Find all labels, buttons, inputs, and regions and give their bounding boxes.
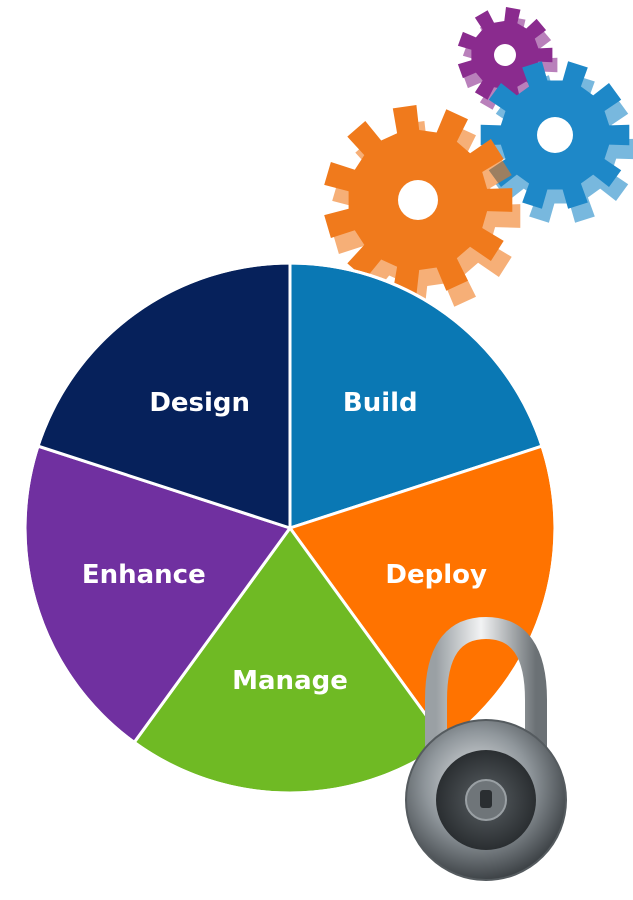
combination-padlock-icon	[405, 616, 567, 881]
segment-label-build: Build	[343, 388, 418, 418]
gear-blue-hole	[537, 117, 573, 153]
gear-purple-hole	[494, 44, 516, 66]
wheel-outline	[23, 261, 557, 795]
padlock-keyhole	[480, 790, 492, 808]
gear-orange-hole	[398, 180, 438, 220]
segment-label-enhance: Enhance	[82, 560, 206, 590]
blue-gear-icon	[480, 61, 633, 223]
segment-label-manage: Manage	[232, 666, 348, 696]
segment-label-design: Design	[149, 388, 250, 418]
gears-illustration	[324, 7, 633, 311]
padlock-shackle	[425, 616, 547, 771]
segment-label-deploy: Deploy	[385, 560, 487, 590]
orange-gear-icon	[324, 105, 521, 311]
